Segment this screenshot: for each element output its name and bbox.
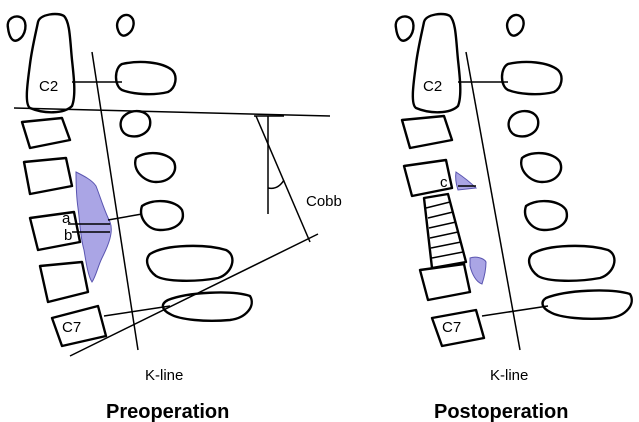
- label-a: a: [62, 210, 71, 227]
- c6-vertebra: [38, 260, 90, 304]
- c3-vertebra: [20, 116, 72, 150]
- c3-vertebra: [400, 114, 454, 150]
- c1-anterior-arch: [394, 15, 415, 42]
- c6-vertebra: [418, 262, 472, 302]
- k-line: [91, 51, 139, 351]
- c7-connector: [481, 305, 549, 317]
- c1-anterior-arch: [6, 15, 27, 42]
- c2-vertebra: [25, 12, 76, 114]
- c2-spinous-process: [500, 60, 563, 96]
- posterior-element-3: [523, 199, 569, 232]
- label-cobb: Cobb: [306, 193, 342, 210]
- opll-connector: [107, 213, 143, 221]
- label-c2: C2: [423, 78, 442, 95]
- label-c2: C2: [39, 78, 58, 95]
- posterior-element-4: [527, 244, 616, 282]
- c5-vertebra: [28, 210, 82, 252]
- posterior-element-2: [134, 151, 177, 184]
- label-c: c: [440, 174, 448, 191]
- residual-ossification-upper: [455, 171, 478, 191]
- c2-spinous-process: [114, 60, 177, 96]
- c2-vertebra: [411, 12, 462, 114]
- c4-vertebra: [402, 158, 454, 198]
- posterior-element-3: [139, 199, 185, 232]
- c2-endplate-line: [13, 107, 331, 117]
- residual-ossification-lower: [469, 256, 487, 285]
- c7-vertebra: [50, 304, 108, 348]
- cobb-angle-arc: [267, 179, 285, 190]
- posterior-element-1: [507, 109, 540, 138]
- caption-postoperation: Postoperation: [434, 401, 568, 422]
- label-k-line: K-line: [490, 367, 528, 384]
- posterior-element-2: [520, 151, 563, 184]
- posterior-element-5: [161, 291, 253, 322]
- c1-posterior-arch: [505, 13, 525, 37]
- c4-vertebra: [22, 156, 74, 196]
- caption-preoperation: Preoperation: [106, 401, 229, 422]
- label-k-line: K-line: [145, 367, 183, 384]
- posterior-element-1: [119, 109, 152, 138]
- label-c7: C7: [62, 319, 81, 336]
- label-c7: C7: [442, 319, 461, 336]
- k-line: [465, 51, 521, 351]
- c1-posterior-arch: [115, 13, 135, 37]
- cobb-perpendicular-upper: [255, 115, 311, 243]
- panel-postoperation: C2 C7 c K-line Postoperation: [394, 12, 633, 422]
- ossification-mass: [75, 171, 112, 283]
- c7-connector: [103, 305, 171, 317]
- bone-graft: [422, 192, 468, 270]
- c7-endplate-line: [69, 233, 319, 357]
- c7-vertebra: [430, 308, 486, 348]
- label-b: b: [64, 227, 72, 244]
- panel-preoperation: C2 C7 a b Cobb K-line Preoperation: [6, 12, 342, 422]
- posterior-element-4: [145, 244, 234, 282]
- posterior-element-5: [541, 289, 633, 320]
